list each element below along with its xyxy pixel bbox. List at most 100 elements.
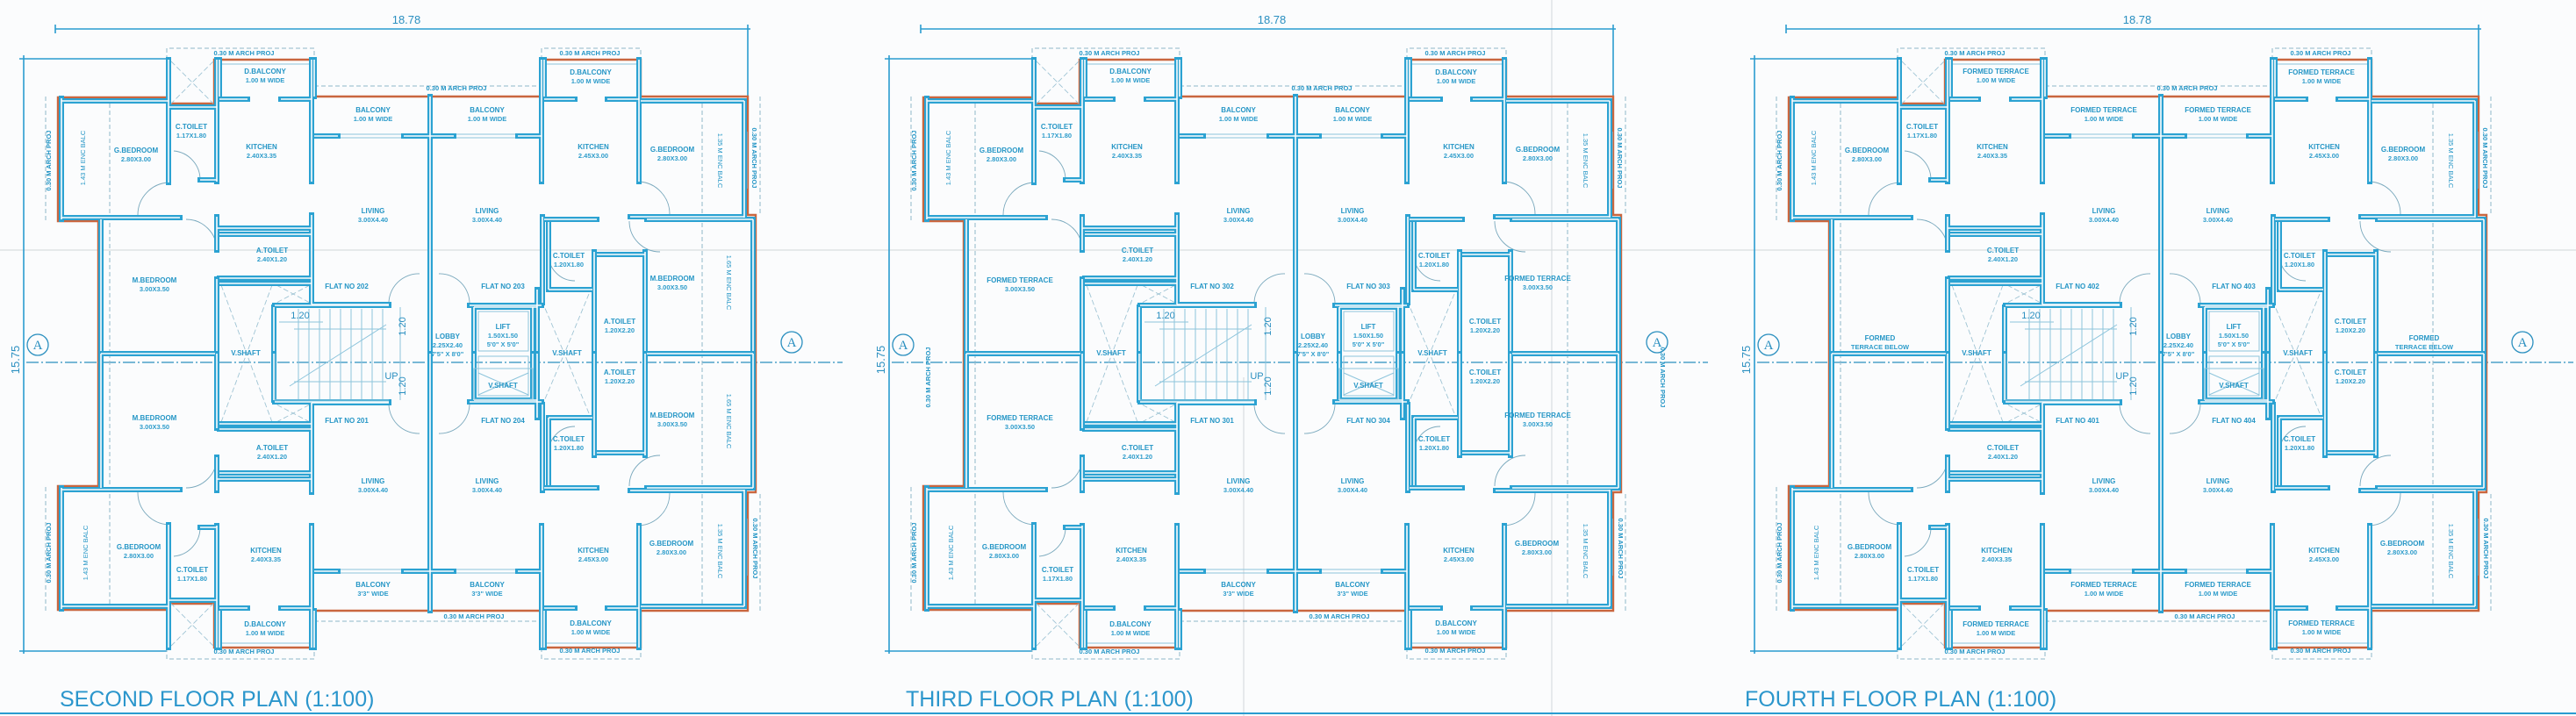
label-line: KITCHEN <box>1116 547 1147 555</box>
label-line: A.TOILET <box>256 444 288 452</box>
label-line: 0.30 M ARCH PROJ <box>1945 648 2006 655</box>
label-line: 1.00 M WIDE <box>468 115 507 123</box>
label-bot-bal-proj: 0.30 M ARCH PROJ <box>1310 612 1370 620</box>
label-line: 2.25X2.40 <box>433 341 463 349</box>
label-line: V.SHAFT <box>2283 349 2313 357</box>
label-tr-gbed-enc: 1.35 M ENC BALC <box>1582 133 1589 189</box>
label-tl-gbed-proj: 0.30 M ARCH PROJ <box>910 131 918 191</box>
label-line: 1.00 M WIDE <box>2084 590 2124 598</box>
label-line: 1.20 <box>1263 317 1274 335</box>
label-line: 2.80X3.00 <box>987 155 1016 163</box>
label-line: 2.45X3.00 <box>1444 555 1474 563</box>
label-line: FLAT NO 302 <box>1190 283 1234 290</box>
label-line: 2.40X1.20 <box>1988 255 2018 263</box>
label-line: TERRACE BELOW <box>2395 343 2454 351</box>
label-line: 2.80X3.00 <box>989 552 1019 560</box>
staircase <box>274 307 401 401</box>
label-line: 3'3" WIDE <box>357 590 388 598</box>
label-line: 3.00X4.40 <box>1223 216 1253 224</box>
grid-bubble-left <box>26 333 49 356</box>
label-line: FORMED TERRACE <box>2070 581 2137 589</box>
label-line: 2.80X3.00 <box>124 552 154 560</box>
label-br-gbed-proj: 0.30 M ARCH PROJ <box>1617 519 1625 579</box>
label-br-dbal-proj: 0.30 M ARCH PROJ <box>2291 647 2351 655</box>
label-line: LIVING <box>362 477 385 485</box>
staircase <box>1139 307 1266 401</box>
label-line: 1.00 M WIDE <box>1333 115 1373 123</box>
label-line: 3.00X3.50 <box>1005 285 1035 293</box>
shaft-box <box>1338 368 1399 400</box>
label-br-gbed-enc: 1.35 M ENC BALC <box>2447 524 2455 579</box>
label-line: KITCHEN <box>1111 143 1143 151</box>
label-line: 3.00X3.50 <box>1005 423 1035 431</box>
label-line: 2.80X3.00 <box>2388 154 2418 162</box>
label-line: 1.50X1.50 <box>2219 332 2249 340</box>
label-bl-gbed-enc: 1.43 M ENC BALC <box>1812 525 1820 580</box>
label-line: 2.40X1.20 <box>257 255 287 263</box>
label-line: BALCONY <box>470 581 505 589</box>
label-line: 1.00 M WIDE <box>1977 76 2016 84</box>
label-line: FORMED TERRACE <box>1962 68 2029 75</box>
label-line: 0.30 M ARCH PROJ <box>214 49 275 57</box>
label-line: 1.43 M ENC BALC <box>79 130 87 185</box>
label-line: 1.20X1.80 <box>2285 261 2314 268</box>
label-stair-h1: 1.20 <box>398 317 408 335</box>
label-line: LOBBY <box>2166 333 2192 340</box>
label-br-dbal-proj: 0.30 M ARCH PROJ <box>560 647 621 655</box>
plan-geometry <box>885 25 1708 659</box>
label-line: 0.30 M ARCH PROJ <box>1659 347 1667 408</box>
label-line: 1.17X1.80 <box>1043 575 1073 583</box>
label-line: FORMED TERRACE <box>1504 275 1571 283</box>
label-stair-h1: 1.20 <box>1263 317 1274 335</box>
label-bl-dbal-proj: 0.30 M ARCH PROJ <box>1945 648 2006 655</box>
label-bl-gbed-proj: 0.30 M ARCH PROJ <box>1776 523 1783 584</box>
label-line: C.TOILET <box>1418 435 1450 443</box>
label-line: M.BEDROOM <box>650 275 695 283</box>
label-line: D.BALCONY <box>570 619 612 627</box>
label-tr-flat: FLAT NO 203 <box>481 283 525 290</box>
label-line: 2.25X2.40 <box>2163 341 2193 349</box>
label-line: 0.30 M ARCH PROJ <box>1616 128 1624 189</box>
label-line: C.TOILET <box>176 123 207 131</box>
dimension-height: 15.75 <box>874 346 887 375</box>
label-line: 1.17X1.80 <box>177 575 207 583</box>
label-line: BALCONY <box>355 581 391 589</box>
shaft-box <box>473 368 534 400</box>
label-line: C.TOILET <box>1041 123 1073 131</box>
label-line: 0.30 M ARCH PROJ <box>910 131 918 191</box>
label-line: 0.30 M ARCH PROJ <box>1617 519 1625 579</box>
label-line: LIVING <box>1341 477 1365 485</box>
label-line: KITCHEN <box>2308 143 2340 151</box>
label-line: 1.20X2.20 <box>2336 377 2365 385</box>
label-bl-gbed-proj: 0.30 M ARCH PROJ <box>910 523 918 584</box>
label-tl-flat: FLAT NO 402 <box>2056 283 2099 290</box>
label-line: FLAT NO 203 <box>481 283 525 290</box>
label-line: 1.20X1.80 <box>1419 444 1449 452</box>
label-br-flat: FLAT NO 304 <box>1346 417 1390 425</box>
label-line: C.TOILET <box>2335 369 2366 376</box>
